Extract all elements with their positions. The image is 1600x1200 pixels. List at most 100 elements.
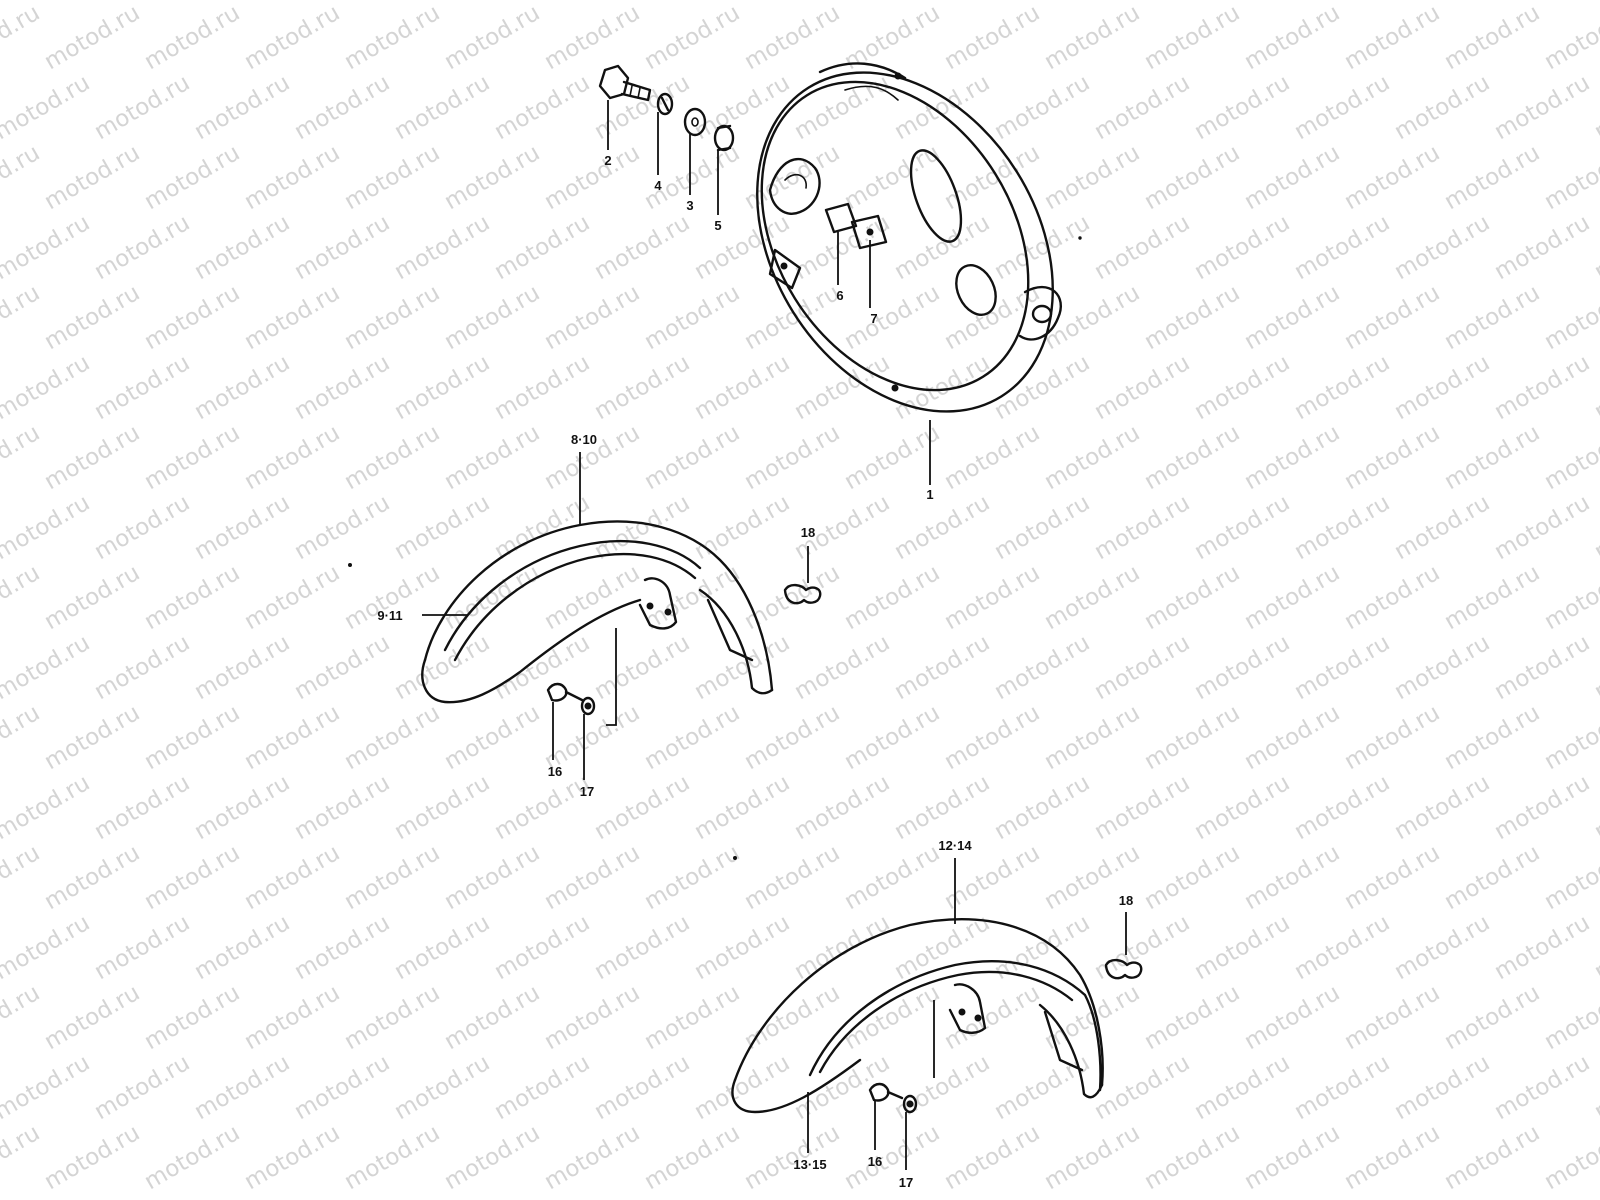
watermark-text: motod.ru xyxy=(1490,490,1594,565)
watermark-text: motod.ru xyxy=(740,560,844,635)
watermark-text: motod.ru xyxy=(1090,490,1194,565)
watermark-text: motod.ru xyxy=(640,980,744,1055)
watermark-text: motod.ru xyxy=(840,560,944,635)
watermark-text: motod.ru xyxy=(1390,910,1494,985)
watermark-text: motod.ru xyxy=(40,1120,144,1195)
watermark-text: motod.ru xyxy=(1540,280,1600,355)
watermark-text: motod.ru xyxy=(390,770,494,845)
watermark-text: motod.ru xyxy=(1390,70,1494,145)
watermark-text: motod.ru xyxy=(990,0,1094,5)
headlight-housing xyxy=(756,62,1062,413)
watermark-text: motod.ru xyxy=(640,1120,744,1195)
watermark-text: motod.ru xyxy=(740,840,844,915)
watermark-text: motod.ru xyxy=(940,980,1044,1055)
watermark-text: motod.ru xyxy=(440,980,544,1055)
watermark-text: motod.ru xyxy=(0,1050,94,1125)
watermark-text: motod.ru xyxy=(240,280,344,355)
watermark-text: motod.ru xyxy=(1240,280,1344,355)
watermark-text: motod.ru xyxy=(1440,980,1544,1055)
watermark-text: motod.ru xyxy=(440,280,544,355)
watermark-text: motod.ru xyxy=(0,1120,44,1195)
watermark-text: motod.ru xyxy=(1290,210,1394,285)
watermark-text: motod.ru xyxy=(1590,770,1600,845)
watermark-text: motod.ru xyxy=(1140,1120,1244,1195)
watermark-text: motod.ru xyxy=(690,350,794,425)
watermark-text: motod.ru xyxy=(390,0,494,5)
watermark-text: motod.ru xyxy=(40,700,144,775)
watermark-text: motod.ru xyxy=(1240,140,1344,215)
watermark-text: motod.ru xyxy=(790,70,894,145)
watermark-text: motod.ru xyxy=(840,280,944,355)
watermark-text: motod.ru xyxy=(840,420,944,495)
watermark-text: motod.ru xyxy=(590,210,694,285)
watermark-text: motod.ru xyxy=(640,840,744,915)
watermark-text: motod.ru xyxy=(1390,210,1494,285)
watermark-text: motod.ru xyxy=(190,630,294,705)
watermark-text: motod.ru xyxy=(90,350,194,425)
rear-fender xyxy=(731,918,1104,1114)
watermark-text: motod.ru xyxy=(690,210,794,285)
watermark-text: motod.ru xyxy=(540,560,644,635)
watermark-text: motod.ru xyxy=(1540,980,1600,1055)
watermark-text: motod.ru xyxy=(1240,1120,1344,1195)
watermark-text: motod.ru xyxy=(490,1050,594,1125)
watermark-text: motod.ru xyxy=(1240,420,1344,495)
watermark-text: motod.ru xyxy=(1440,560,1544,635)
watermark-text: motod.ru xyxy=(1190,1050,1294,1125)
watermark-text: motod.ru xyxy=(1290,1050,1394,1125)
watermark-text: motod.ru xyxy=(890,350,994,425)
callout-2: 2 xyxy=(604,153,611,168)
callout-labels: 2 4 3 5 6 7 1 8·10 9·11 16 17 18 12·14 1… xyxy=(377,153,1133,1190)
watermark-text: motod.ru xyxy=(0,210,94,285)
watermark-text: motod.ru xyxy=(240,840,344,915)
watermark-text: motod.ru xyxy=(790,0,894,5)
callout-17-front: 17 xyxy=(580,784,594,799)
watermark-text: motod.ru xyxy=(1290,910,1394,985)
watermark-text: motod.ru xyxy=(290,1050,394,1125)
watermark-text: motod.ru xyxy=(1240,980,1344,1055)
watermark-text: motod.ru xyxy=(240,0,344,75)
watermark-text: motod.ru xyxy=(190,350,294,425)
watermark-text: motod.ru xyxy=(1140,0,1244,75)
watermark-text: motod.ru xyxy=(1490,0,1594,5)
watermark-text: motod.ru xyxy=(940,700,1044,775)
watermark-text: motod.ru xyxy=(40,0,144,75)
watermark-text: motod.ru xyxy=(1090,0,1194,5)
watermark-text: motod.ru xyxy=(440,700,544,775)
callout-9-11: 9·11 xyxy=(377,608,402,623)
watermark-text: motod.ru xyxy=(1590,490,1600,565)
watermark-text: motod.ru xyxy=(1340,700,1444,775)
watermark-text: motod.ru xyxy=(1340,280,1444,355)
watermark-text: motod.ru xyxy=(140,700,244,775)
watermark-text: motod.ru xyxy=(890,0,994,5)
watermark-text: motod.ru xyxy=(90,490,194,565)
watermark-text: motod.ru xyxy=(0,630,94,705)
watermark-text: motod.ru xyxy=(1090,1050,1194,1125)
watermark-text: motod.ru xyxy=(1190,770,1294,845)
watermark-text: motod.ru xyxy=(1040,0,1144,75)
watermark-text: motod.ru xyxy=(0,420,44,495)
watermark-text: motod.ru xyxy=(1540,840,1600,915)
callout-1: 1 xyxy=(926,487,933,502)
watermark-text: motod.ru xyxy=(340,840,444,915)
watermark-text: motod.ru xyxy=(390,210,494,285)
watermark-text: motod.ru xyxy=(890,490,994,565)
watermark-text: motod.ru xyxy=(490,70,594,145)
watermark-text: motod.ru xyxy=(1540,560,1600,635)
watermark-text: motod.ru xyxy=(190,0,294,5)
watermark-text: motod.ru xyxy=(290,630,394,705)
watermark-text: motod.ru xyxy=(440,420,544,495)
callout-8-10: 8·10 xyxy=(571,432,597,447)
watermark-text: motod.ru xyxy=(0,700,44,775)
watermark-text: motod.ru xyxy=(1290,630,1394,705)
watermark-text: motod.ru xyxy=(1340,980,1444,1055)
watermark-text: motod.ru xyxy=(540,1120,644,1195)
watermark-text: motod.ru xyxy=(790,770,894,845)
watermark-text: motod.ru xyxy=(1590,350,1600,425)
watermark-text: motod.ru xyxy=(1540,700,1600,775)
watermark-text: motod.ru xyxy=(1340,560,1444,635)
callout-5: 5 xyxy=(714,218,721,233)
watermark-text: motod.ru xyxy=(240,140,344,215)
watermark-text: motod.ru xyxy=(790,350,894,425)
watermark-text: motod.ru xyxy=(640,280,744,355)
